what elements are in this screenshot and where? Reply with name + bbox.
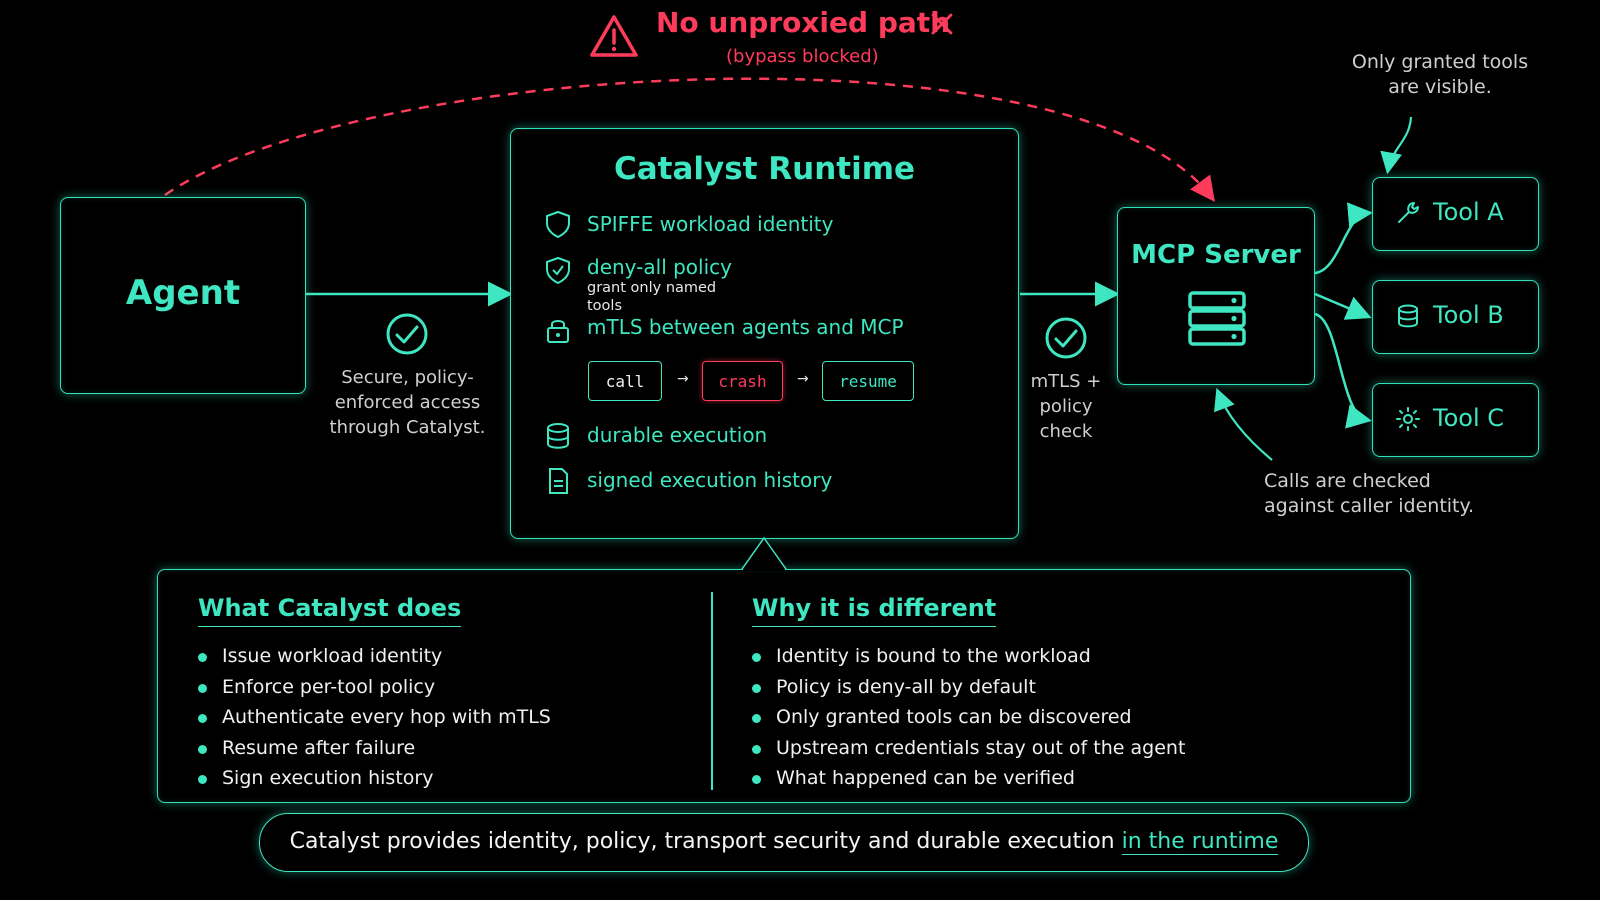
mcp-server-box: MCP Server (1117, 207, 1315, 385)
server-icon (1188, 291, 1246, 346)
tools-note: Only granted tools are visible. (1351, 51, 1529, 98)
list-item: Only granted tools can be discovered (752, 706, 1185, 737)
flow-arrow-1: → (677, 371, 689, 387)
runtime-box: Catalyst Runtime SPIFFE workload identit… (510, 128, 1019, 539)
calls-note-arrow (1214, 387, 1273, 461)
list-item: What happened can be verified (752, 767, 1185, 798)
agent-label: Agent (125, 273, 241, 313)
flow-arrow-2: → (797, 371, 809, 387)
footer-text: Catalyst provides identity, policy, tran… (289, 829, 1122, 854)
tool-b-box: Tool B (1372, 280, 1539, 354)
mcp-to-tool-c-arrow (1314, 312, 1372, 429)
tool-c-box: Tool C (1372, 383, 1539, 457)
tool-a-box: Tool A (1372, 177, 1539, 251)
feature-durable: durable execution (543, 421, 767, 451)
close-x-icon (931, 13, 953, 35)
shield-icon (546, 210, 570, 239)
list-item: Sign execution history (198, 767, 551, 798)
flow-call-pill: call (588, 361, 662, 401)
info-panel: What Catalyst does Issue workload identi… (157, 569, 1411, 803)
list-item: Identity is bound to the workload (752, 645, 1185, 676)
tools-note-arrow (1380, 116, 1413, 175)
bypass-dashed-arc (164, 77, 1215, 203)
footer-highlight: in the runtime (1121, 829, 1279, 855)
runtime-title: Catalyst Runtime (613, 151, 916, 187)
agent-edge-caption: Secure, policy- enforced access through … (329, 367, 486, 438)
warning-title: No unproxied path (656, 6, 951, 39)
flow-resume-pill: resume (822, 361, 914, 401)
wrench-icon (1398, 202, 1419, 223)
right-bullet-list: Identity is bound to the workload Policy… (752, 645, 1185, 798)
list-item: Upstream credentials stay out of the age… (752, 737, 1185, 768)
gear-icon (1396, 407, 1420, 431)
feature-signed-history: signed execution history (543, 466, 832, 496)
mcp-to-tool-a-arrow (1314, 202, 1373, 275)
flow-crash-pill: crash (702, 361, 783, 401)
mcp-to-tool-b-arrow (1314, 292, 1372, 320)
feature-deny-all: deny-all policy grant only named tools (543, 255, 732, 315)
agent-box: Agent (60, 197, 306, 394)
list-item: Policy is deny-all by default (752, 676, 1185, 707)
shield-check-icon (546, 256, 570, 285)
tool-a-label: Tool A (1433, 198, 1504, 226)
document-icon (549, 468, 568, 494)
lock-icon (547, 320, 569, 343)
list-item: Authenticate every hop with mTLS (198, 706, 551, 737)
column-divider (711, 592, 713, 790)
secure-check-icon (386, 313, 428, 355)
warning-icon (590, 15, 638, 57)
right-column-title: Why it is different (752, 594, 997, 627)
tool-b-label: Tool B (1433, 301, 1504, 329)
feature-spiffe: SPIFFE workload identity (543, 209, 833, 239)
mcp-edge-caption: mTLS + policy check (1030, 371, 1102, 442)
footer-banner: Catalyst provides identity, policy, tran… (259, 813, 1309, 872)
policy-check-icon (1045, 317, 1087, 359)
list-item: Enforce per-tool policy (198, 676, 551, 707)
feature-mtls: mTLS between agents and MCP (543, 315, 904, 345)
tool-c-label: Tool C (1433, 404, 1505, 432)
list-item: Issue workload identity (198, 645, 551, 676)
left-bullet-list: Issue workload identity Enforce per-tool… (198, 645, 551, 798)
list-item: Resume after failure (198, 737, 551, 768)
database-icon (547, 423, 569, 449)
left-column-title: What Catalyst does (198, 594, 462, 627)
runtime-pointer-triangle (741, 536, 787, 571)
mcp-title: MCP Server (1131, 240, 1301, 270)
database-icon (1398, 304, 1418, 328)
connectors-layer (164, 77, 1413, 461)
calls-note: Calls are checked against caller identit… (1264, 470, 1475, 517)
warning-subtitle: (bypass blocked) (726, 46, 879, 67)
